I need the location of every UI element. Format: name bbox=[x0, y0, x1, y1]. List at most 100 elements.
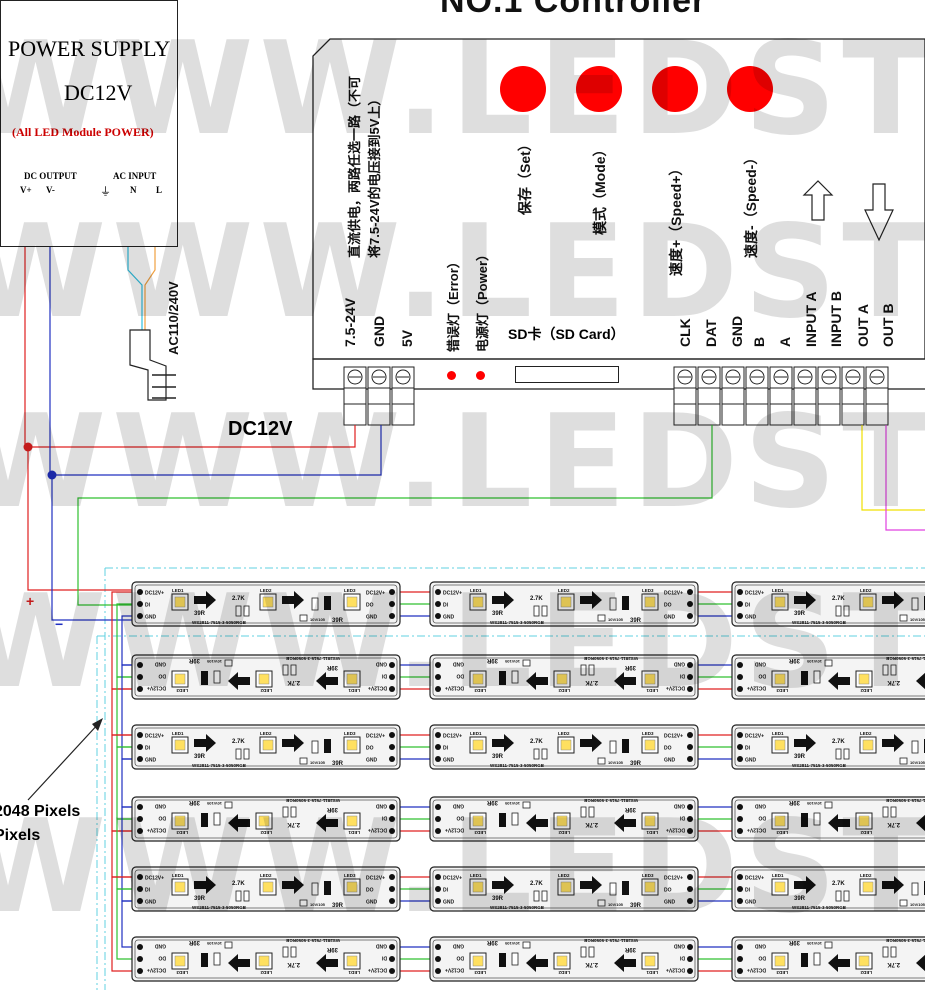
led-label: LED2 bbox=[860, 588, 872, 593]
resistor bbox=[843, 605, 850, 617]
pin-pad bbox=[137, 732, 143, 738]
data-direction-arrow-icon bbox=[916, 672, 925, 690]
led-module-body bbox=[731, 936, 925, 982]
resistor-label: 39R bbox=[486, 939, 498, 945]
resistor bbox=[235, 605, 242, 617]
led-module-outline bbox=[734, 939, 925, 979]
led-label: LED2 bbox=[558, 688, 570, 693]
module-pin-out-label: GND bbox=[453, 943, 465, 949]
ic-chip bbox=[311, 882, 319, 896]
resistor bbox=[588, 946, 595, 958]
pin-pad bbox=[389, 732, 395, 738]
resistor-label: 39R bbox=[194, 896, 206, 902]
module-pin-in-label: DI bbox=[145, 746, 151, 752]
capacitor bbox=[299, 757, 308, 765]
ic-chip bbox=[213, 812, 221, 826]
pin-pad bbox=[435, 828, 441, 834]
module-pin-in-label: DI bbox=[381, 673, 387, 679]
data-direction-arrow-icon bbox=[580, 591, 602, 609]
resistor-label: 39R bbox=[486, 799, 498, 805]
module-pin-in-label: DC12V+ bbox=[666, 827, 685, 833]
module-pin-out-label: DC12V+ bbox=[445, 685, 464, 691]
led-chip-core bbox=[346, 881, 358, 893]
led-module: DC12V+DC12V+DIDOGNDGNDLED1LED2LED339R2.7… bbox=[731, 866, 925, 912]
pin-pad bbox=[737, 816, 743, 822]
ic-chip bbox=[813, 812, 821, 826]
module-pin-in-label: DC12V+ bbox=[745, 591, 764, 597]
power-note-line1: 直流供电，两路任选一路（不可 bbox=[347, 75, 362, 258]
capacitor bbox=[597, 899, 606, 907]
resistor bbox=[882, 946, 889, 958]
module-pin-out-label: GND bbox=[155, 943, 167, 949]
module-pin-out-label: DC12V+ bbox=[366, 734, 385, 740]
led-chip-core bbox=[472, 815, 484, 827]
resistor bbox=[290, 806, 297, 818]
speed-minus-button[interactable] bbox=[727, 66, 773, 112]
pin-pad bbox=[737, 756, 743, 762]
led-chip-core bbox=[258, 673, 270, 685]
set-button-label: 保存（Set） bbox=[517, 137, 533, 215]
capacitor bbox=[824, 659, 833, 667]
module-pin-out-label: DC12V+ bbox=[664, 734, 683, 740]
module-pin-in-label: DC12V+ bbox=[666, 685, 685, 691]
data-direction-arrow-icon bbox=[282, 734, 304, 752]
led-label: LED2 bbox=[260, 873, 272, 878]
module-part-number: WS2811-7515-3-5050RGB bbox=[885, 656, 925, 661]
resistor-label: 39R bbox=[188, 657, 200, 663]
led-label: LED2 bbox=[260, 688, 272, 693]
led-chip-core bbox=[174, 881, 186, 893]
resistor-label: 39R bbox=[332, 903, 344, 909]
module-pin-in-label: GND bbox=[145, 758, 157, 764]
dc-output-label: DC OUTPUT bbox=[24, 171, 77, 181]
data-direction-arrow-icon bbox=[492, 591, 514, 609]
ic-chip bbox=[201, 671, 208, 685]
module-pin-in-label: DI bbox=[745, 746, 751, 752]
terminal-label-out-a: OUT A bbox=[855, 303, 871, 347]
led-chip-core bbox=[174, 955, 186, 967]
pin-pad bbox=[435, 968, 441, 974]
module-pin-in-label: DC12V+ bbox=[443, 876, 462, 882]
module-part-number: WS2811-7515-3-5050RGB bbox=[285, 656, 340, 661]
led-chip-core bbox=[560, 881, 572, 893]
pixel-count-line2: Pixels bbox=[0, 827, 41, 844]
sd-card-slot[interactable] bbox=[515, 366, 619, 383]
led-label: LED3 bbox=[642, 731, 654, 736]
resistor-label: 39R bbox=[788, 657, 800, 663]
pin-pad bbox=[687, 804, 693, 810]
led-module-body bbox=[731, 724, 925, 770]
positive-wire-label: + bbox=[26, 593, 35, 609]
module-part-number: WS2811-7515-3-5050RGB bbox=[792, 905, 847, 910]
led-label: LED3 bbox=[642, 873, 654, 878]
controller-terminal-strip bbox=[312, 358, 925, 390]
resistor-label: 2.7K bbox=[887, 821, 900, 827]
led-chip-core bbox=[346, 739, 358, 751]
led-module-body bbox=[731, 866, 925, 912]
led-module: DC12V+DC12V+DIDOGNDGNDLED1LED2LED339R2.7… bbox=[131, 654, 401, 700]
pin-pad bbox=[137, 804, 143, 810]
led-chip-core bbox=[644, 596, 656, 608]
ic-label: 10V/105 bbox=[206, 659, 222, 664]
led-module: DC12V+DC12V+DIDOGNDGNDLED1LED2LED339R2.7… bbox=[429, 796, 699, 842]
module-pin-in-label: DI bbox=[443, 603, 449, 609]
module-pin-in-label: DC12V+ bbox=[145, 591, 164, 597]
module-pin-out-label: DC12V+ bbox=[445, 827, 464, 833]
led-chip-core bbox=[862, 881, 874, 893]
resistor bbox=[835, 605, 842, 617]
data-direction-arrow-icon bbox=[526, 672, 548, 690]
module-part-number: WS2811-7515-3-5050RGB bbox=[792, 763, 847, 768]
speed-plus-button[interactable] bbox=[652, 66, 698, 112]
module-pin-out-label: GND bbox=[664, 900, 676, 906]
pin-pad bbox=[137, 674, 143, 680]
module-pin-in-label: DC12V+ bbox=[368, 827, 387, 833]
module-pin-out-label: DO bbox=[366, 603, 374, 609]
data-direction-arrow-icon bbox=[316, 814, 338, 832]
capacitor bbox=[224, 801, 233, 809]
led-chip-core bbox=[858, 955, 870, 967]
set-button[interactable] bbox=[500, 66, 546, 112]
led-label: LED1 bbox=[348, 688, 360, 693]
pin-pad bbox=[687, 944, 693, 950]
pin-pad bbox=[737, 674, 743, 680]
mode-button[interactable] bbox=[576, 66, 622, 112]
